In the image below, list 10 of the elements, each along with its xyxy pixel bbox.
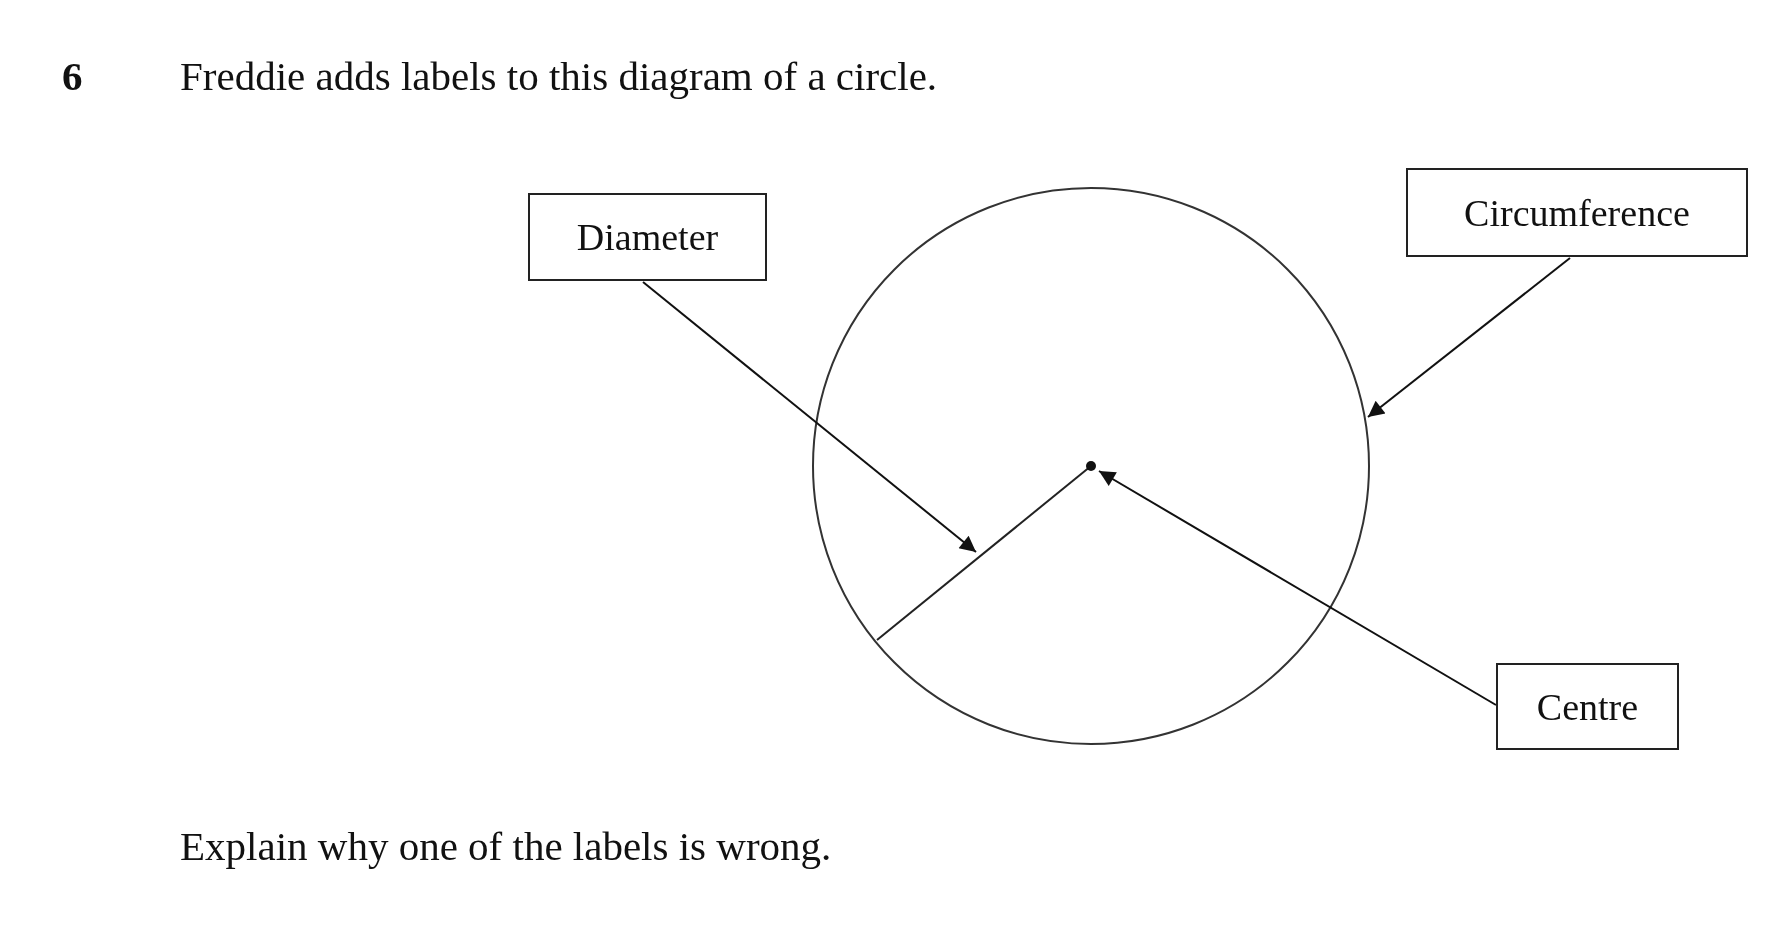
leader-arrow [1098,470,1497,706]
leader-arrow [642,281,977,553]
label-box: Centre [1496,663,1679,750]
question-text: Explain why one of the labels is wrong. [180,822,832,870]
label-box: Circumference [1406,168,1748,257]
circle-outline [812,187,1370,745]
question-text: Freddie adds labels to this diagram of a circle. [180,52,938,100]
leader-arrow [1367,257,1571,418]
label-box: Diameter [528,193,767,281]
question-number: 6 [62,52,83,100]
